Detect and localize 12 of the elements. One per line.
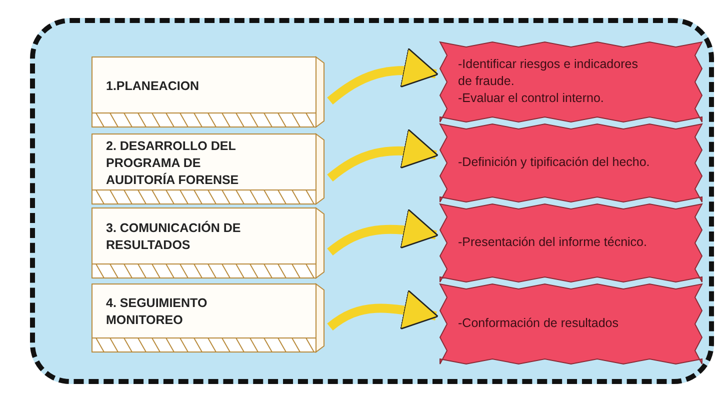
curved-arrow [327,48,438,104]
step-title: 4. SEGUIMIENTO MONITOREO [106,295,208,329]
note-text: -Identificar riesgos e indicadores de fraude. [458,56,639,90]
note-text: -Presentación del informe técnico. [458,234,648,250]
step-title: 3. COMUNICACIÓN DE RESULTADOS [106,220,242,254]
note-text: -Evaluar el control interno. [458,90,605,106]
step-title: 1.PLANEACION [106,78,200,94]
step-title: 2. DESARROLLO DEL PROGRAMA DE AUDITORÍA FORENSE [106,138,240,188]
curved-arrow [327,129,438,182]
curved-arrow [327,208,438,256]
note-text: -Conformación de resultados [458,314,620,332]
note-text: -Definición y tipificación del hecho. [458,154,651,170]
